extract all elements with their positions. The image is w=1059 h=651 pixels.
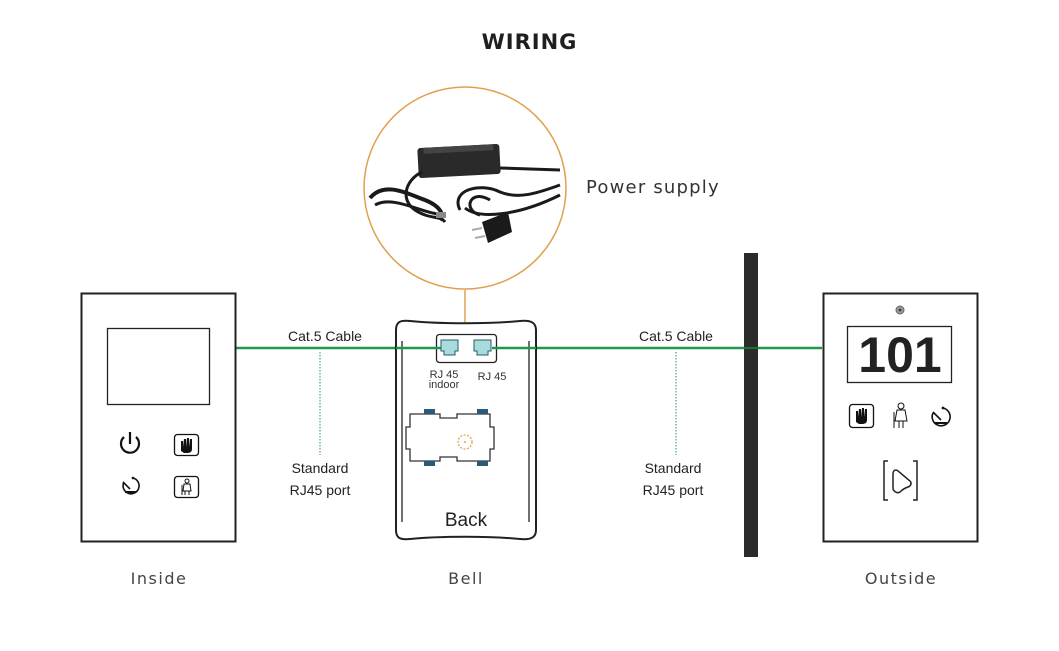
inside-panel <box>80 292 237 543</box>
rj45-indoor-port <box>440 339 459 356</box>
bell-back-label: Back <box>444 510 488 531</box>
cable-label-right: Cat.5 Cable <box>639 328 713 344</box>
waiting-timer-icon <box>122 476 140 495</box>
doorbell-icon <box>883 460 918 501</box>
cable-label-left: Cat.5 Cable <box>288 328 362 344</box>
rj45-label: RJ 45 <box>477 371 507 383</box>
bell-caption: Bell <box>448 569 484 588</box>
inside-screen <box>106 327 211 406</box>
port-label-left-line2: RJ45 port <box>289 482 351 498</box>
waiting-timer-icon <box>931 406 951 427</box>
inside-caption: Inside <box>130 569 188 588</box>
rj45-indoor-label-line2: indoor <box>428 379 460 391</box>
mounting-plate <box>405 413 495 462</box>
power-supply-photo <box>363 86 567 290</box>
power-icon <box>119 432 141 454</box>
do-not-disturb-hand-icon <box>173 433 200 457</box>
outside-caption: Outside <box>864 569 938 588</box>
power-supply-label: Power supply <box>586 177 720 198</box>
rj45-indoor-label-line1: RJ 45 <box>429 369 459 381</box>
do-not-disturb-hand-icon <box>848 403 875 429</box>
cleaning-maid-icon <box>893 402 908 428</box>
port-label-right-line2: RJ45 port <box>642 482 704 498</box>
outside-panel <box>822 292 979 543</box>
port-label-left-line1: Standard <box>291 460 349 476</box>
rj45-port <box>473 339 492 356</box>
cleaning-maid-icon <box>173 475 200 499</box>
wall <box>744 253 758 557</box>
page-title: WIRING <box>481 30 578 54</box>
port-label-right-line1: Standard <box>644 460 702 476</box>
bell-back-panel <box>395 319 537 541</box>
room-number-plate <box>846 325 953 384</box>
room-number: 101 <box>858 327 942 383</box>
